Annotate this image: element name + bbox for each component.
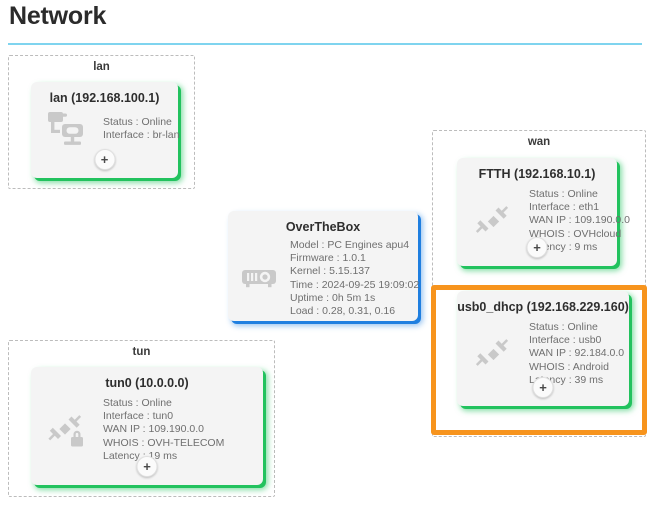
detail-status: Status : Online xyxy=(103,115,172,128)
detail-firmware: Firmware : 1.0.1 xyxy=(290,252,366,265)
detail-interface: Interface : tun0 xyxy=(103,410,174,423)
detail-whois: WHOIS : OVHcloud xyxy=(529,227,622,240)
detail-wan-ip: WAN IP : 109.190.0.0 xyxy=(103,423,204,436)
card-details: Model : PC Engines apu4 Firmware : 1.0.1… xyxy=(290,239,427,318)
detail-kernel: Kernel : 5.15.137 xyxy=(290,265,370,278)
card-usb0-dhcp[interactable]: usb0_dhcp (192.168.229.160) Status : Onl… xyxy=(457,291,629,406)
card-details: Status : Online Interface : eth1 WAN IP … xyxy=(529,188,642,254)
card-lan[interactable]: lan (192.168.100.1) Status : Online Inte… xyxy=(31,82,179,178)
card-title: lan (192.168.100.1) xyxy=(49,91,160,105)
detail-interface: Interface : eth1 xyxy=(529,201,600,214)
add-button[interactable]: + xyxy=(526,237,548,258)
card-details: Status : Online Interface : usb0 WAN IP … xyxy=(529,321,636,387)
card-tun0[interactable]: tun0 (10.0.0.0) Status : Online Interfac… xyxy=(31,367,263,485)
detail-interface: Interface : usb0 xyxy=(529,334,602,347)
card-title: usb0_dhcp (192.168.229.160) xyxy=(457,300,629,314)
secure-plug-icon xyxy=(31,410,103,450)
detail-interface: Interface : br-lan xyxy=(103,129,180,141)
group-label-lan: lan xyxy=(93,61,110,73)
title-divider xyxy=(8,43,642,45)
plug-connector-icon xyxy=(457,201,529,241)
detail-model: Model : PC Engines apu4 xyxy=(290,239,410,251)
card-title: OverTheBox xyxy=(285,220,361,234)
group-lan: lan lan (192.168.100.1) Status : Online … xyxy=(8,55,195,189)
add-button[interactable]: + xyxy=(532,377,554,398)
add-button[interactable]: + xyxy=(94,149,115,170)
projector-icon xyxy=(228,267,290,291)
detail-status: Status : Online xyxy=(103,397,172,409)
detail-latency: Latency : 19 ms xyxy=(103,449,178,462)
card-title: tun0 (10.0.0.0) xyxy=(105,376,189,390)
detail-uptime: Uptime : 0h 5m 1s xyxy=(290,291,376,304)
card-details: Status : Online Interface : br-lan xyxy=(103,116,191,142)
detail-status: Status : Online xyxy=(529,188,598,200)
card-details: Status : Online Interface : tun0 WAN IP … xyxy=(103,397,263,463)
add-button[interactable]: + xyxy=(136,456,158,477)
group-tun: tun tun0 (10.0.0.0) Status : Online Inte… xyxy=(8,340,275,497)
plug-connector-icon xyxy=(457,334,529,374)
detail-time: Time : 2024-09-25 19:09:02 xyxy=(290,278,420,291)
group-label-tun: tun xyxy=(132,346,151,358)
group-label-wan: wan xyxy=(527,136,551,148)
card-overthebox[interactable]: OverTheBox Model : PC Engines apu4 Firmw… xyxy=(228,211,419,321)
detail-status: Status : Online xyxy=(529,321,598,333)
group-wan: wan FTTH (192.168.10.1) Status : Online … xyxy=(432,130,646,437)
detail-wan-ip: WAN IP : 109.190.0.0 xyxy=(529,214,630,227)
detail-load: Load : 0.28, 0.31, 0.16 xyxy=(290,305,396,318)
page-title: Network xyxy=(9,2,107,30)
card-ftth[interactable]: FTTH (192.168.10.1) Status : Online Inte… xyxy=(457,158,630,266)
detail-whois: WHOIS : Android xyxy=(529,360,609,373)
detail-wan-ip: WAN IP : 92.184.0.0 xyxy=(529,347,625,360)
card-title: FTTH (192.168.10.1) xyxy=(478,167,596,181)
detail-whois: WHOIS : OVH-TELECOM xyxy=(103,436,225,449)
network-devices-icon xyxy=(31,112,103,146)
